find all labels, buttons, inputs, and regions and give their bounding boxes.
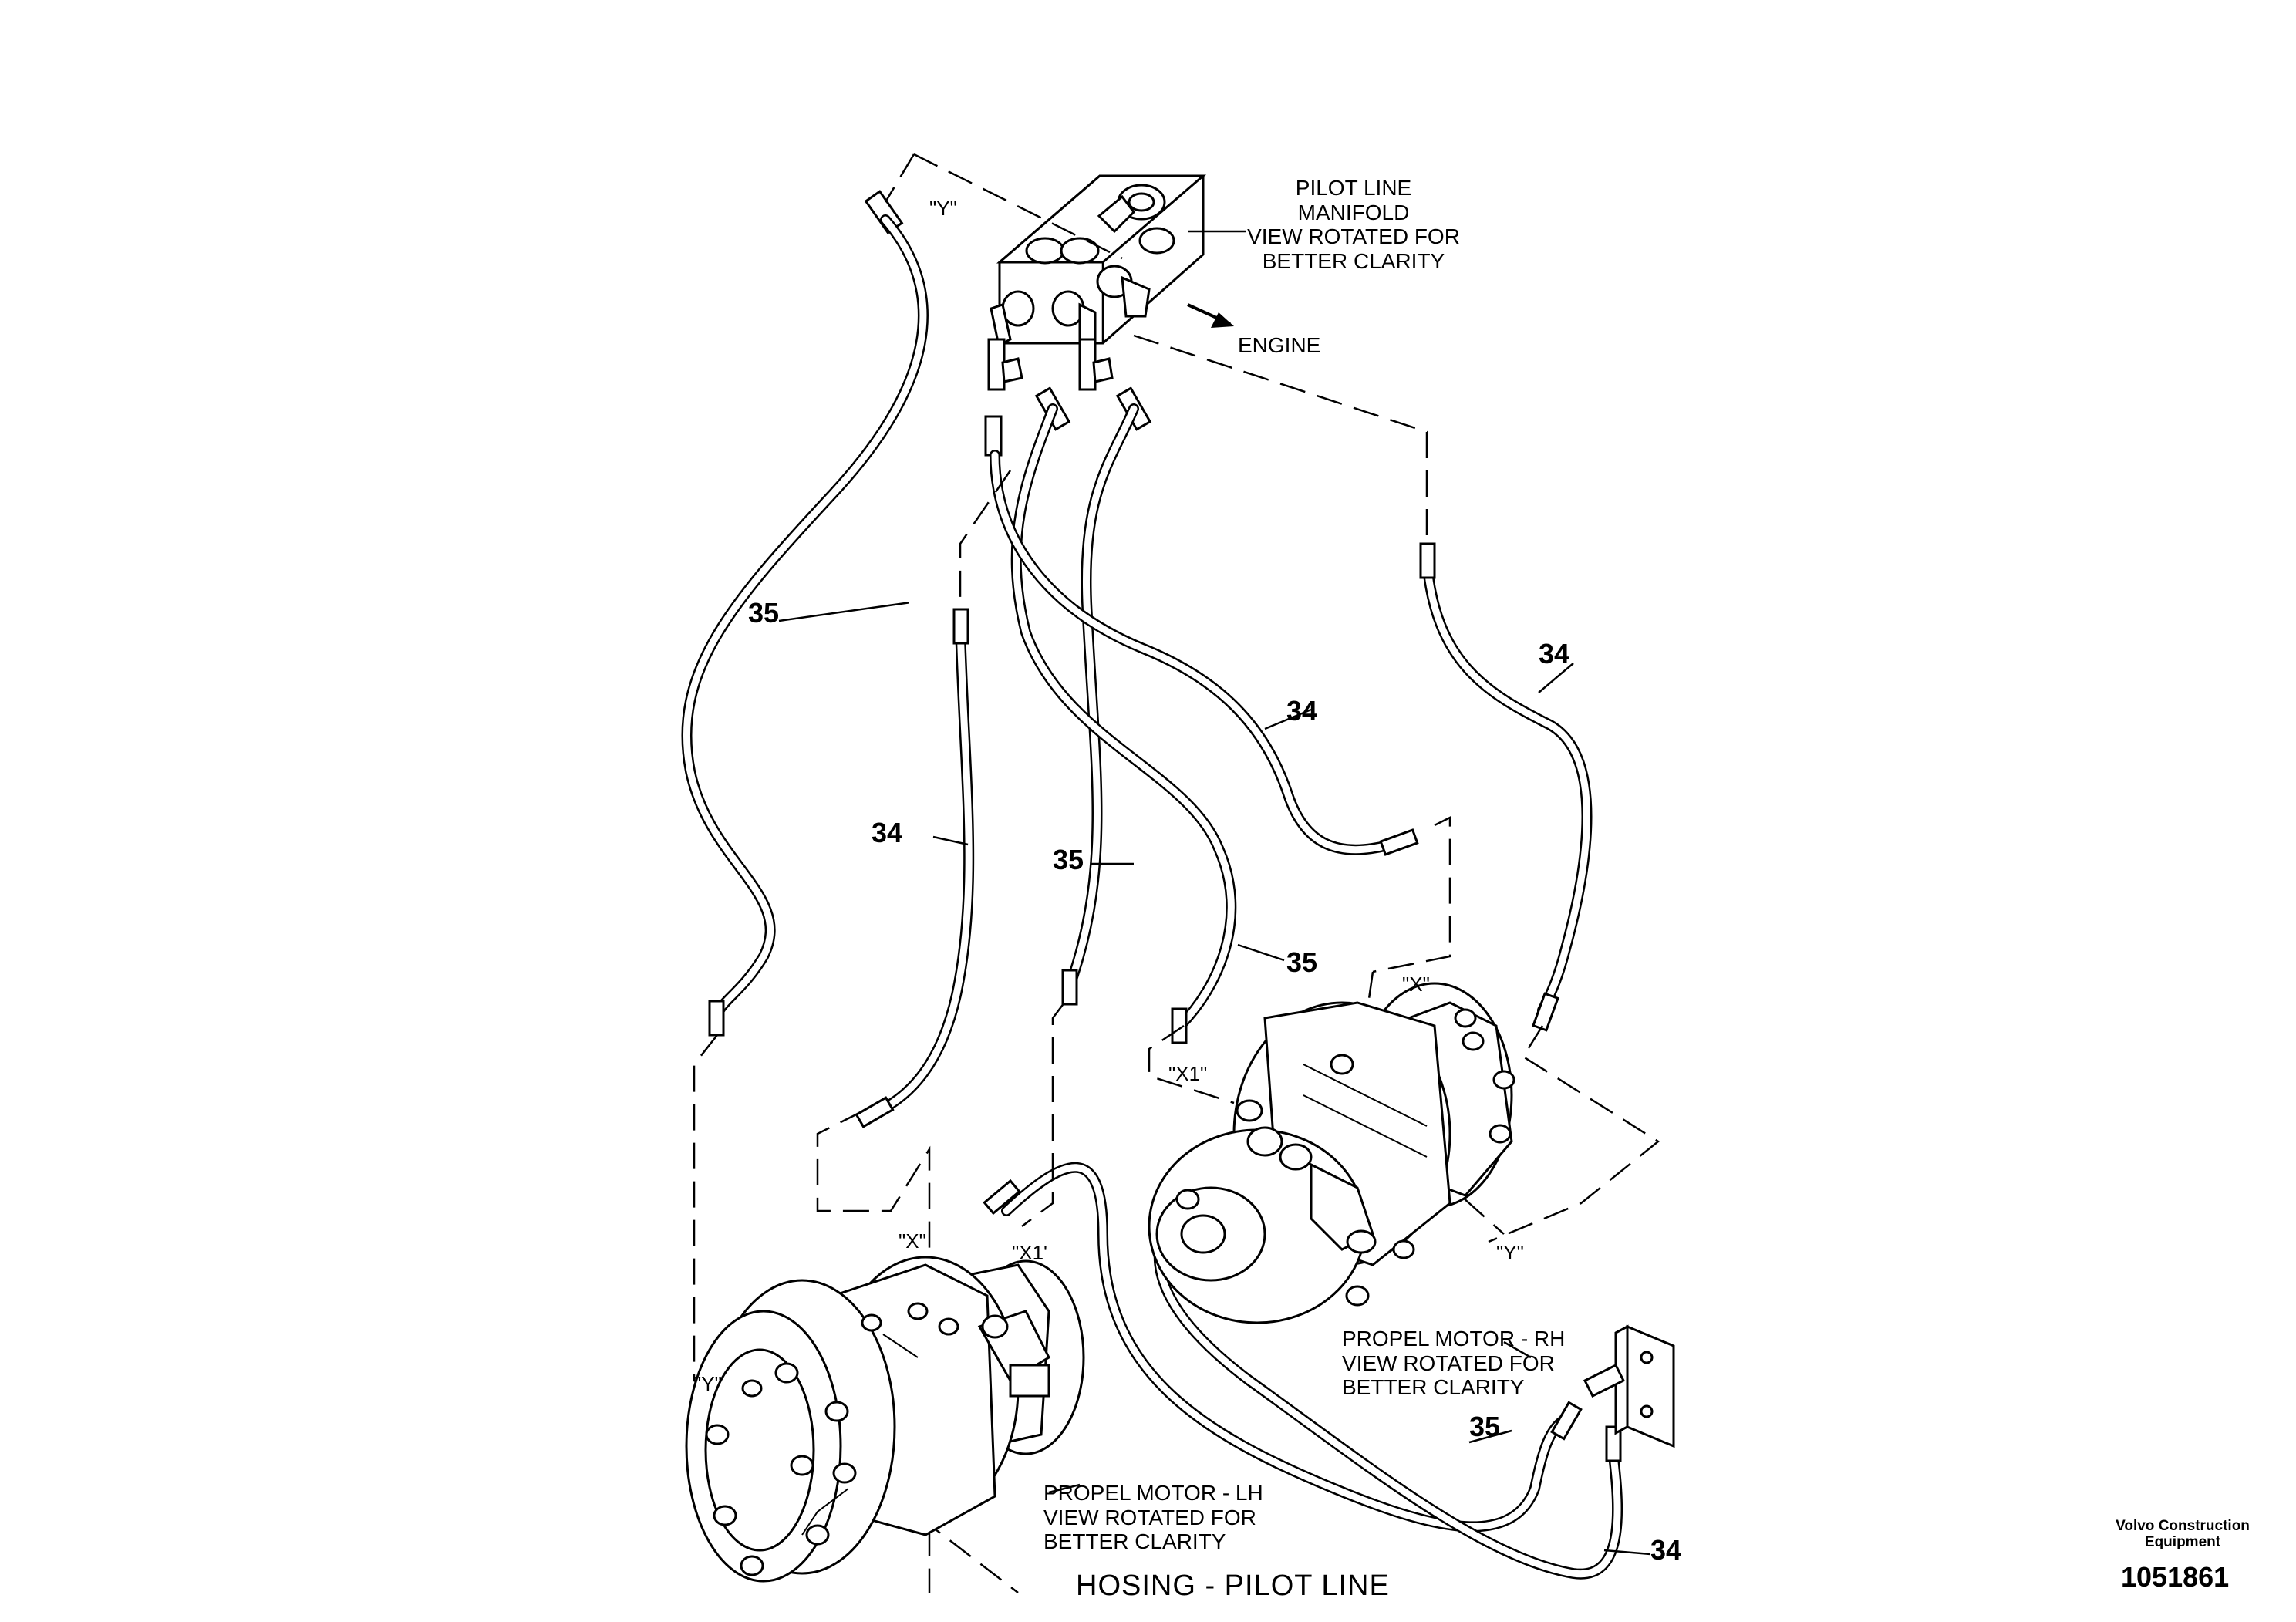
engine-direction-arrow: [1187, 303, 1234, 328]
propel-motor-rh: [1148, 982, 1515, 1324]
port-label-x-lh: "X": [899, 1229, 926, 1253]
port-label-x-rh: "X": [1402, 973, 1430, 996]
propel-motor-lh: [685, 1256, 1085, 1583]
callout-35-center: 35: [1286, 946, 1318, 978]
brand-label: Volvo Construction Equipment: [2116, 1518, 2250, 1551]
port-label-y-lh: "Y": [694, 1372, 722, 1395]
port-label-x1-lh: "X1': [1012, 1241, 1047, 1264]
callout-35-bottom: 35: [1469, 1411, 1501, 1442]
mounting-bracket: [1583, 1324, 1675, 1448]
pilot-line-manifold: [990, 174, 1207, 348]
rh-motor-note: PROPEL MOTOR - RH VIEW ROTATED FOR BETTE…: [1342, 1327, 1566, 1400]
callout-34-right: 34: [1539, 638, 1570, 669]
hoses: [681, 214, 1623, 1580]
port-label-y-rh: "Y": [1496, 1241, 1524, 1264]
manifold-note: PILOT LINE MANIFOLD VIEW ROTATED FOR BET…: [1247, 176, 1460, 273]
part-number: 1051861: [2121, 1561, 2230, 1593]
manifold-tee-fittings: [864, 190, 1152, 457]
callout-35-mid: 35: [1053, 844, 1084, 875]
engine-label: ENGINE: [1238, 333, 1321, 357]
callout-leader-lines: [778, 230, 1651, 1556]
callout-34-left: 34: [872, 817, 903, 848]
lh-motor-note: PROPEL MOTOR - LH VIEW ROTATED FOR BETTE…: [1043, 1481, 1263, 1554]
drawing-title: HOSING - PILOT LINE: [1076, 1570, 1390, 1602]
callout-35-left: 35: [748, 597, 780, 629]
hose-end-fittings: [708, 542, 1622, 1462]
port-label-y-manifold: "Y": [929, 197, 957, 220]
callout-34-bottom: 34: [1650, 1534, 1682, 1566]
port-label-x1-rh: "X1": [1168, 1062, 1208, 1085]
callout-34-mid: 34: [1286, 695, 1318, 727]
